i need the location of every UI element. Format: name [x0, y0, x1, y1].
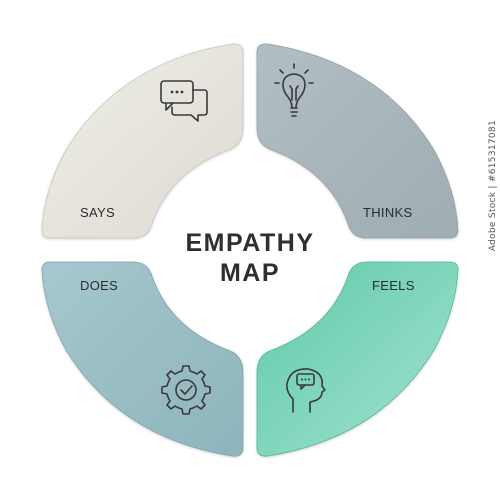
head-chat-icon — [286, 368, 326, 413]
quadrant-says: SAYS — [41, 43, 244, 239]
does-label: DOES — [80, 278, 118, 293]
speech-bubbles-icon — [160, 80, 208, 122]
stock-id-text: Adobe Stock | #615317081 — [488, 120, 498, 252]
title-line-1: EMPATHY — [185, 229, 314, 257]
quadrant-does: DOES — [41, 261, 244, 457]
gear-check-icon — [161, 365, 211, 415]
says-label: SAYS — [80, 205, 115, 220]
title-line-2: MAP — [220, 259, 280, 287]
quadrant-feels: FEELS — [256, 261, 459, 457]
thinks-label: THINKS — [363, 205, 412, 220]
feels-label: FEELS — [372, 278, 415, 293]
quadrant-thinks: THINKS — [256, 43, 459, 239]
lightbulb-icon — [274, 63, 314, 117]
